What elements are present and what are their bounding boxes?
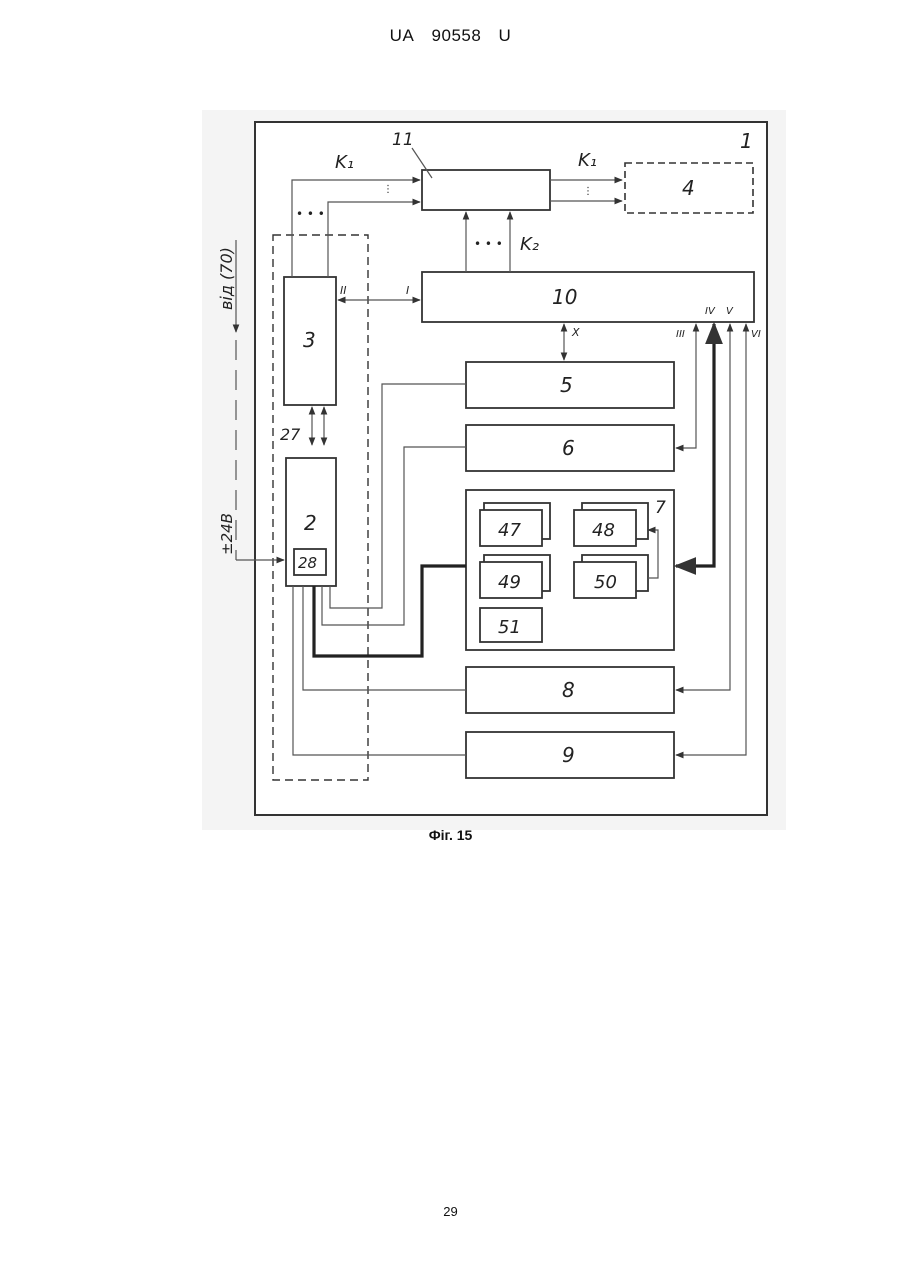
label-block-50: 50: [594, 572, 617, 593]
label-block-9: 9: [562, 743, 575, 767]
header-kind: U: [499, 26, 512, 45]
label-block-5: 5: [560, 373, 573, 397]
label-block-48: 48: [592, 520, 615, 541]
dots-k1-right-vertical: ⋮: [583, 186, 593, 197]
label-block-8: 8: [562, 678, 575, 702]
label-block-49: 49: [498, 572, 521, 593]
label-block-11: 11: [392, 130, 414, 150]
block-11: [422, 170, 550, 210]
label-k1-left: K₁: [335, 152, 354, 173]
label-block-28: 28: [298, 554, 317, 572]
port-10-x: X: [571, 326, 580, 339]
block-diagram: 1 11 4 10 3 2 28 27 5 6 7 47 48 49 50 51…: [200, 100, 790, 830]
port-10-iii: III: [676, 329, 685, 340]
port-10-vi: VI: [751, 329, 761, 340]
label-k1-right: K₁: [578, 150, 597, 171]
port-10-i: I: [406, 284, 409, 297]
label-k2: K₂: [520, 234, 539, 255]
port-3-ii: II: [340, 284, 347, 297]
block-diagram-svg: 1 11 4 10 3 2 28 27 5 6 7 47 48 49 50 51…: [200, 100, 790, 830]
label-block-10: 10: [552, 285, 577, 309]
header-number: 90558: [432, 26, 482, 45]
label-block-47: 47: [498, 520, 521, 541]
port-10-v: V: [726, 306, 734, 317]
dots-k1-left: • • •: [296, 207, 325, 221]
port-10-iv: IV: [705, 306, 716, 317]
page-number: 29: [0, 1204, 901, 1219]
label-block-4: 4: [682, 176, 695, 200]
dots-k2: • • •: [474, 237, 503, 251]
label-27: 27: [280, 425, 301, 444]
label-block-6: 6: [562, 436, 575, 460]
header-country: UA: [390, 26, 415, 45]
document-header: UA 90558 U: [0, 26, 901, 46]
dots-k1-left-vertical: ⋮: [383, 184, 393, 195]
label-block-1: 1: [740, 129, 753, 153]
label-block-2: 2: [304, 511, 317, 535]
figure-caption: Фіг. 15: [0, 827, 901, 843]
label-block-7: 7: [655, 498, 666, 518]
label-24v: ±24В: [218, 513, 236, 555]
label-block-3: 3: [303, 328, 316, 352]
label-from-70: від (70): [217, 247, 236, 310]
label-block-51: 51: [498, 617, 521, 638]
